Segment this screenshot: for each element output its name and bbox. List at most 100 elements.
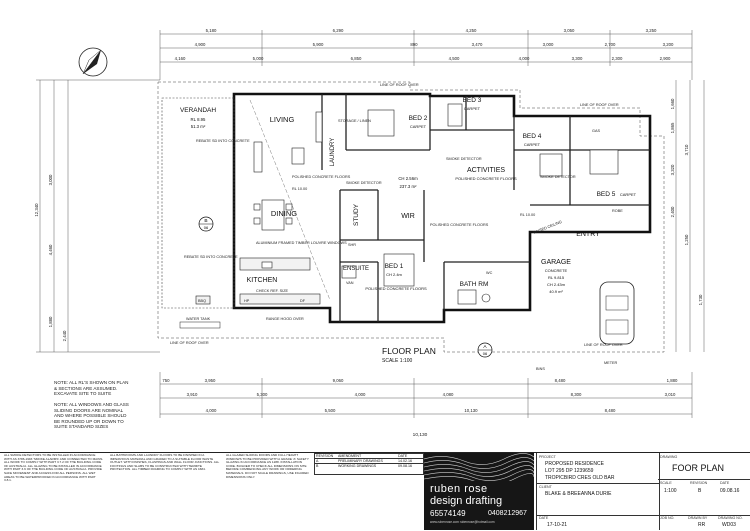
dim-top-5: 3,250 <box>646 28 657 33</box>
rev-header: REVISION <box>316 454 334 458</box>
rebate-note-2: REBATE SD INTO CONCRETE <box>184 255 238 259</box>
svg-text:237.3 m²: 237.3 m² <box>400 184 418 189</box>
dim-right-2: 1,865 <box>670 122 675 133</box>
dim-top3-3: 6,850 <box>351 56 362 61</box>
company-logo: ruben rose design drafting 65574149 0408… <box>424 453 534 530</box>
gas-label: GAS <box>592 129 600 133</box>
shr-label: SHR <box>348 243 356 247</box>
dim-left-4: 1,880 <box>48 316 53 327</box>
dim-left-total: 12,340 <box>34 203 39 217</box>
dim-bot-1: 750 <box>162 378 170 383</box>
room-bed3: BED 3 <box>463 97 482 104</box>
general-notes-2: ALL BATHROOMS AND LAUNDRY FLOORS TO BE F… <box>110 453 220 472</box>
dim-bot-5: 1,880 <box>667 378 678 383</box>
range-hood-note: RANGE HOOD OVER <box>266 317 304 321</box>
smoke-note-3: SMOKE DETECTOR <box>540 175 576 179</box>
section-marker-b: B 06 <box>198 216 214 232</box>
room-laundry: LAUNDRY <box>330 138 336 167</box>
svg-text:POLISHED CONCRETE FLOORS: POLISHED CONCRETE FLOORS <box>365 286 427 291</box>
bbq-label: BBQ <box>198 299 206 303</box>
dim-bot-2: 3,950 <box>205 378 216 383</box>
plan-title: FLOOR PLAN <box>382 346 436 356</box>
revision-table: REVISION AMENDMENT DATE A PRELIMINARY DR… <box>314 453 424 475</box>
revision-row: A PRELIMINARY DRAWINGS 14.02.16 <box>315 459 423 464</box>
dim-right-5: 3,710 <box>684 144 689 155</box>
dim-right-6: 1,250 <box>684 234 689 245</box>
room-kitchen: KITCHEN <box>247 277 278 284</box>
hp-label: HP <box>244 299 250 303</box>
dim-top2-4: 3,470 <box>472 42 483 47</box>
living-floor-note: POLISHED CONCRETE FLOORS <box>292 175 351 179</box>
drawing-date: 09.08.16 <box>720 488 740 494</box>
drawn-by: RR <box>698 522 706 528</box>
dim-bot2-2: 5,300 <box>257 392 268 397</box>
roof-note-left: LINE OF ROOF OVER <box>170 341 209 345</box>
dim-bot2-5: 8,300 <box>571 392 582 397</box>
dim-bot3-1: 4,000 <box>206 408 217 413</box>
room-bed1: BED 1 <box>385 263 404 270</box>
drawing-number: WD03 <box>722 522 736 528</box>
dim-top3-8: 2,900 <box>660 56 671 61</box>
dim-top2-3: 890 <box>410 42 418 47</box>
dim-left-5: 2,440 <box>62 330 67 341</box>
room-wir: WIR <box>401 213 415 220</box>
svg-text:CONCRETE: CONCRETE <box>545 268 568 273</box>
svg-text:RL 8.95: RL 8.95 <box>191 117 207 122</box>
room-bath: BATH RM <box>460 281 489 288</box>
dim-bot2-1: 3,910 <box>187 392 198 397</box>
project-line3: TROPICBIRD CRES OLD BAR <box>545 475 615 481</box>
dim-bot2-6: 3,010 <box>665 392 676 397</box>
roof-outline <box>157 81 665 353</box>
plan-note-rl: NOTE: ALL RL'S SHOWN ON PLAN & SECTIONS … <box>54 380 129 397</box>
dim-top2-7: 3,200 <box>663 42 674 47</box>
svg-text:CH 2.56m: CH 2.56m <box>398 176 418 181</box>
dim-top-4: 3,050 <box>564 28 575 33</box>
dim-bot-3: 9,060 <box>333 378 344 383</box>
amendment-header: AMENDMENT <box>338 454 362 458</box>
svg-text:06: 06 <box>204 225 209 230</box>
wc-label: WC <box>486 271 493 275</box>
svg-text:06: 06 <box>483 351 488 356</box>
storage-label: STORAGE / LINEN <box>338 119 371 123</box>
dining-table <box>253 199 293 231</box>
roof-note-bottom: LINE OF ROOF OVER <box>584 343 623 347</box>
svg-text:40.9 m²: 40.9 m² <box>549 289 563 294</box>
rebate-note-1: REBATE SD INTO CONCRETE <box>196 139 250 143</box>
wave-pattern-icon <box>424 453 534 481</box>
polished-wir-note: POLISHED CONCRETE FLOORS <box>430 223 489 227</box>
dim-top-2: 6,290 <box>333 28 344 33</box>
dim-right-4: 2,400 <box>670 206 675 217</box>
dim-top3-1: 4,160 <box>175 56 186 61</box>
brand-line2: design drafting <box>430 495 503 507</box>
water-tank-label: WATER TANK <box>186 317 211 321</box>
svg-text:B: B <box>204 218 207 224</box>
dim-overall-bottom: 10,130 <box>413 432 428 438</box>
svg-text:CH 2.43m: CH 2.43m <box>547 282 566 287</box>
room-living: LIVING <box>270 115 295 124</box>
robe-label: ROBE <box>612 209 623 213</box>
dim-bot3-4: 8,480 <box>605 408 616 413</box>
water-tank <box>179 321 221 329</box>
svg-text:CARPET: CARPET <box>620 192 637 197</box>
dim-top-1: 5,180 <box>206 28 217 33</box>
smoke-note-2: SMOKE DETECTOR <box>346 181 382 185</box>
room-entry: ENTRY <box>576 231 600 238</box>
dim-top3-6: 3,300 <box>572 56 583 61</box>
drawing-scale: 1:100 <box>664 488 677 494</box>
room-bed2: BED 2 <box>409 115 428 122</box>
drawing-title: FOOR PLAN <box>672 463 725 473</box>
smoke-note-1: SMOKE DETECTOR <box>446 157 482 161</box>
svg-text:51.3 m²: 51.3 m² <box>191 124 206 129</box>
svg-text:CARPET: CARPET <box>410 124 427 129</box>
svg-text:CARPET: CARPET <box>524 142 541 147</box>
dim-top2-2: 5,900 <box>313 42 324 47</box>
drawing-revision: B <box>698 488 702 494</box>
svg-text:CH 2.4m: CH 2.4m <box>386 272 402 277</box>
project-block: PROJECT PROPOSED RESIDENCE LOT 295 DP 12… <box>536 453 660 530</box>
bins-label: BINS <box>536 367 545 371</box>
svg-text:A: A <box>483 344 487 350</box>
van-label: VAN <box>346 281 354 285</box>
room-garage: GARAGE <box>541 259 571 266</box>
brand-mobile: 0408212967 <box>488 510 527 517</box>
